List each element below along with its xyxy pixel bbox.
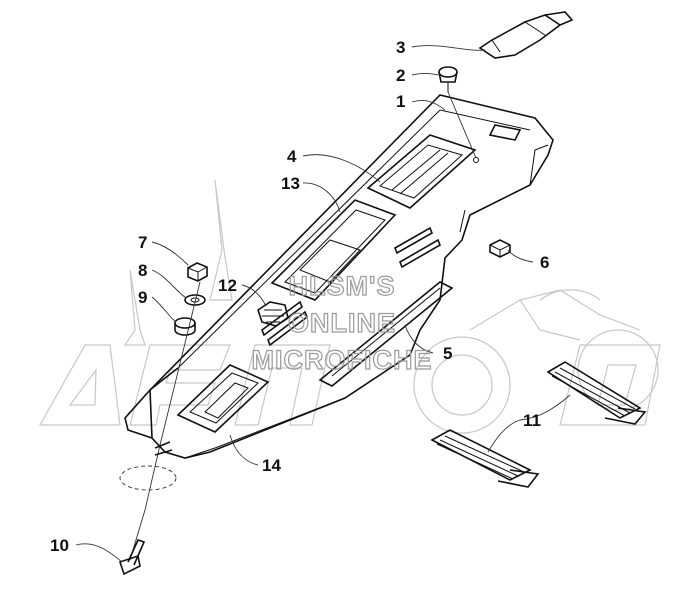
callout-13: 13: [281, 174, 300, 193]
decal-strip-5: [318, 281, 454, 387]
strip-part-11-upper: [546, 361, 647, 425]
callout-5: 5: [443, 344, 452, 363]
callout-11: 11: [523, 411, 541, 430]
dashed-pad-outline: [119, 465, 177, 491]
callout-9: 9: [138, 288, 147, 307]
bolt-part-10: [118, 539, 146, 576]
callout-10: 10: [50, 536, 69, 555]
decal-13: [270, 199, 397, 301]
watermark-line-1: HLSM'S: [289, 271, 396, 301]
callout-6: 6: [540, 253, 549, 272]
callout-12: 12: [218, 276, 237, 295]
bracket-part-3: [478, 11, 574, 59]
nut-part-6: [489, 239, 511, 258]
watermark-line-3: MICROFICHE: [252, 345, 433, 375]
callout-3: 3: [396, 38, 405, 57]
mount-hole: [154, 441, 173, 456]
assembly-axis-line: [129, 281, 201, 561]
callout-4: 4: [287, 147, 297, 166]
callout-8: 8: [138, 261, 147, 280]
nut-part-7: [187, 262, 208, 282]
strip-part-11-lower: [430, 429, 540, 488]
spacer-part-9: [174, 317, 196, 336]
hole-marker: [473, 157, 479, 163]
callout-14: 14: [262, 456, 281, 475]
decal-14: [176, 364, 270, 433]
watermark-line-2: ONLINE: [288, 308, 396, 338]
patch-part-12: [257, 301, 289, 327]
decal-4: [366, 134, 477, 209]
skid-plate: [124, 94, 554, 459]
stiffener-ribs: [261, 226, 441, 347]
leader-2-to-plate: [447, 91, 477, 159]
callout-2: 2: [396, 66, 405, 85]
callout-1: 1: [396, 92, 405, 111]
leader-lines: [75, 45, 571, 563]
callout-7: 7: [138, 233, 147, 252]
fastener-part-2: [438, 66, 458, 92]
